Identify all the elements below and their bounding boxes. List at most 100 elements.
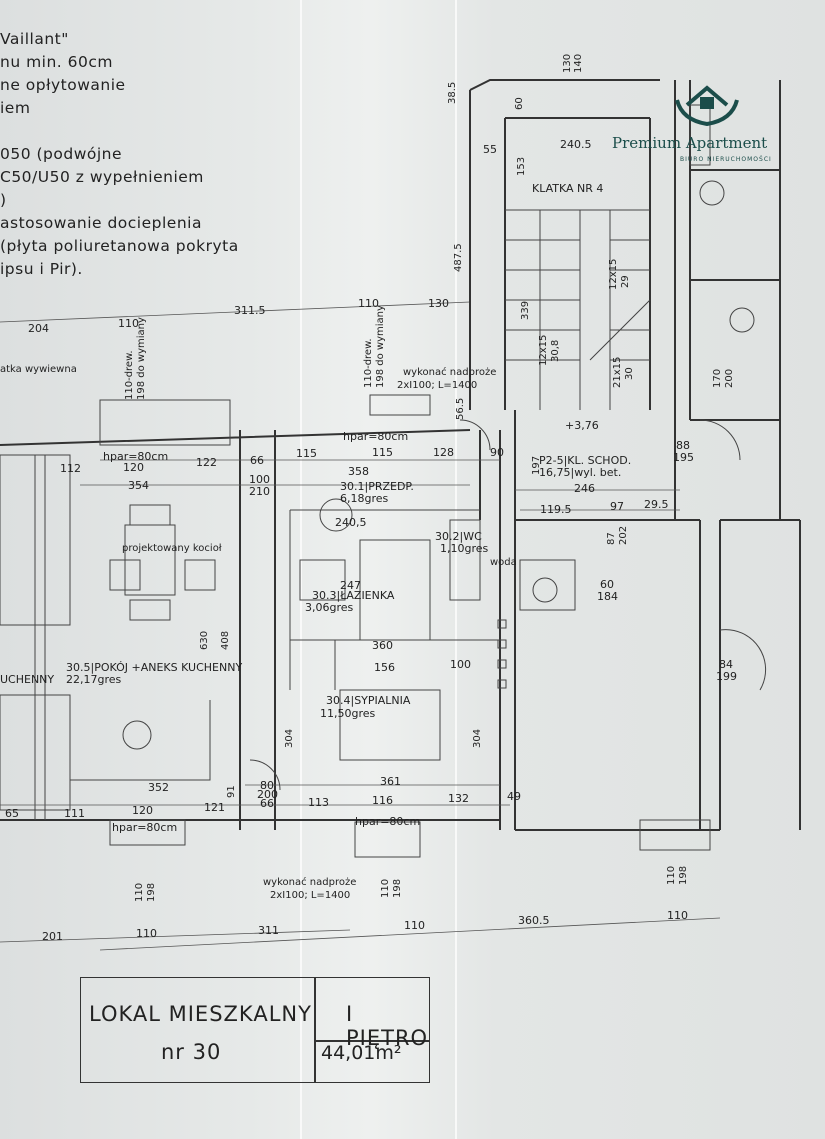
dim: 65 xyxy=(5,807,19,820)
dim: 120 xyxy=(132,804,153,817)
house-hands-icon xyxy=(675,85,739,127)
dim: 29.5 xyxy=(644,498,669,511)
title-block: LOKAL MIESZKALNY nr 30 I PIĘTRO 44,01m² xyxy=(80,977,430,1083)
paper-fold xyxy=(300,0,302,1139)
dim: 119.5 xyxy=(540,503,572,516)
dim: 21x15 xyxy=(612,356,623,388)
spec-notes: Vaillant" nu min. 60cm ne opłytowanie ie… xyxy=(0,30,239,278)
dim: 156 xyxy=(374,661,395,674)
dim: 130 xyxy=(562,53,573,73)
room-bedroom: 30.4|SYPIALNIA xyxy=(326,694,411,707)
dim: 132 xyxy=(448,792,469,805)
unit-type: LOKAL MIESZKALNY xyxy=(89,1002,312,1026)
dim: 202 xyxy=(618,525,629,545)
dim: 87 xyxy=(606,532,617,545)
dim: 110 xyxy=(666,865,677,885)
dim: 122 xyxy=(196,456,217,469)
dim: 66 xyxy=(250,454,264,467)
dim: 100 xyxy=(249,473,270,486)
dim: 197 xyxy=(531,455,542,475)
dim: 115 xyxy=(372,446,393,459)
dim: 210 xyxy=(249,485,270,498)
room-stair-area: 16,75|wyl. bet. xyxy=(539,466,622,479)
room-wc: 30.2|WC xyxy=(435,530,482,543)
room-wc-area: 1,10gres xyxy=(440,542,489,555)
dim: 55 xyxy=(483,143,497,156)
dim: 110 xyxy=(136,927,157,940)
room-stair: P2-5|KL. SCHOD. xyxy=(539,454,632,467)
dim: 246 xyxy=(574,482,595,495)
hpar-note: hpar=80cm xyxy=(103,450,169,463)
window-note: 198 do wymiany xyxy=(136,317,147,400)
dim: 49 xyxy=(507,790,521,803)
dim: 240,5 xyxy=(335,516,367,529)
dim: 339 xyxy=(520,300,531,320)
dim: 88 xyxy=(676,439,690,452)
level-mark: +3,76 xyxy=(565,419,599,432)
dim: 84 xyxy=(719,658,733,671)
paper-fold xyxy=(455,0,457,1139)
room-living: 30.5|POKÓJ +ANEKS KUCHENNY xyxy=(66,661,243,674)
dim: 361 xyxy=(380,775,401,788)
dim: 360.5 xyxy=(518,914,550,927)
dim: 97 xyxy=(610,500,624,513)
dim: 204 xyxy=(28,322,49,335)
dim: 487.5 xyxy=(453,243,464,272)
dim: 110 xyxy=(667,909,688,922)
room-living-area: 22,17gres xyxy=(66,673,122,686)
hpar-note: hpar=80cm xyxy=(112,821,178,834)
dim: 110 xyxy=(134,882,145,902)
lintel-spec: 2xI100; L=1400 xyxy=(397,380,478,391)
dim: 90 xyxy=(490,446,504,459)
lintel-note: wykonać nadproże xyxy=(263,877,357,888)
dim: 153 xyxy=(516,156,527,176)
dim: 56.5 xyxy=(455,397,466,420)
dim: 200 xyxy=(724,368,735,388)
dim: 304 xyxy=(284,728,295,748)
logo-brand: Premium Apartment xyxy=(612,134,768,152)
dim: 30,8 xyxy=(550,339,561,362)
dim: 199 xyxy=(716,670,737,683)
dim: 110 xyxy=(380,878,391,898)
window-note: 198 do wymiany xyxy=(375,305,386,388)
dim: 130 xyxy=(428,297,449,310)
dim: 80 xyxy=(260,779,274,792)
unit-area: 44,01m² xyxy=(321,1042,402,1064)
unit-number: nr 30 xyxy=(161,1040,222,1064)
dim: 115 xyxy=(296,447,317,460)
dim: 111 xyxy=(64,807,85,820)
dim: 110 xyxy=(118,317,139,330)
agency-logo: Premium Apartment BIURO NIERUCHOMOŚCI xyxy=(612,80,802,170)
dim: 110 xyxy=(404,919,425,932)
dim: 121 xyxy=(204,801,225,814)
dim: 66 xyxy=(260,797,274,810)
room-hall: 30.1|PRZEDP. xyxy=(340,480,414,493)
room-hall-area: 6,18gres xyxy=(340,492,389,505)
dim: 112 xyxy=(60,462,81,475)
vent-note: atka wywiewna xyxy=(0,364,77,375)
dim: 140 xyxy=(573,53,584,73)
dim: 304 xyxy=(472,728,483,748)
lintel-note: wykonać nadproże xyxy=(403,367,497,378)
dim: 120 xyxy=(123,461,144,474)
kitchen-note: projektowany kocioł xyxy=(122,543,222,554)
logo-subtitle: BIURO NIERUCHOMOŚCI xyxy=(680,156,772,163)
dim: 60 xyxy=(514,97,525,110)
dim: 38.5 xyxy=(447,81,458,104)
dim: 170 xyxy=(712,368,723,388)
water-note: woda xyxy=(490,557,517,568)
dim: 30 xyxy=(624,367,635,380)
dim: 354 xyxy=(128,479,149,492)
title-divider xyxy=(314,978,316,1082)
dim: 100 xyxy=(450,658,471,671)
dim: 113 xyxy=(308,796,329,809)
hpar-note: hpar=80cm xyxy=(355,815,421,828)
dim: 201 xyxy=(42,930,63,943)
dim: 110 xyxy=(358,297,379,310)
dim: 184 xyxy=(597,590,618,603)
floor-label: I PIĘTRO xyxy=(346,1002,429,1050)
dim: 360 xyxy=(372,639,393,652)
room-kitchen-left: UCHENNY xyxy=(0,673,55,686)
dim: 198 xyxy=(678,865,689,885)
